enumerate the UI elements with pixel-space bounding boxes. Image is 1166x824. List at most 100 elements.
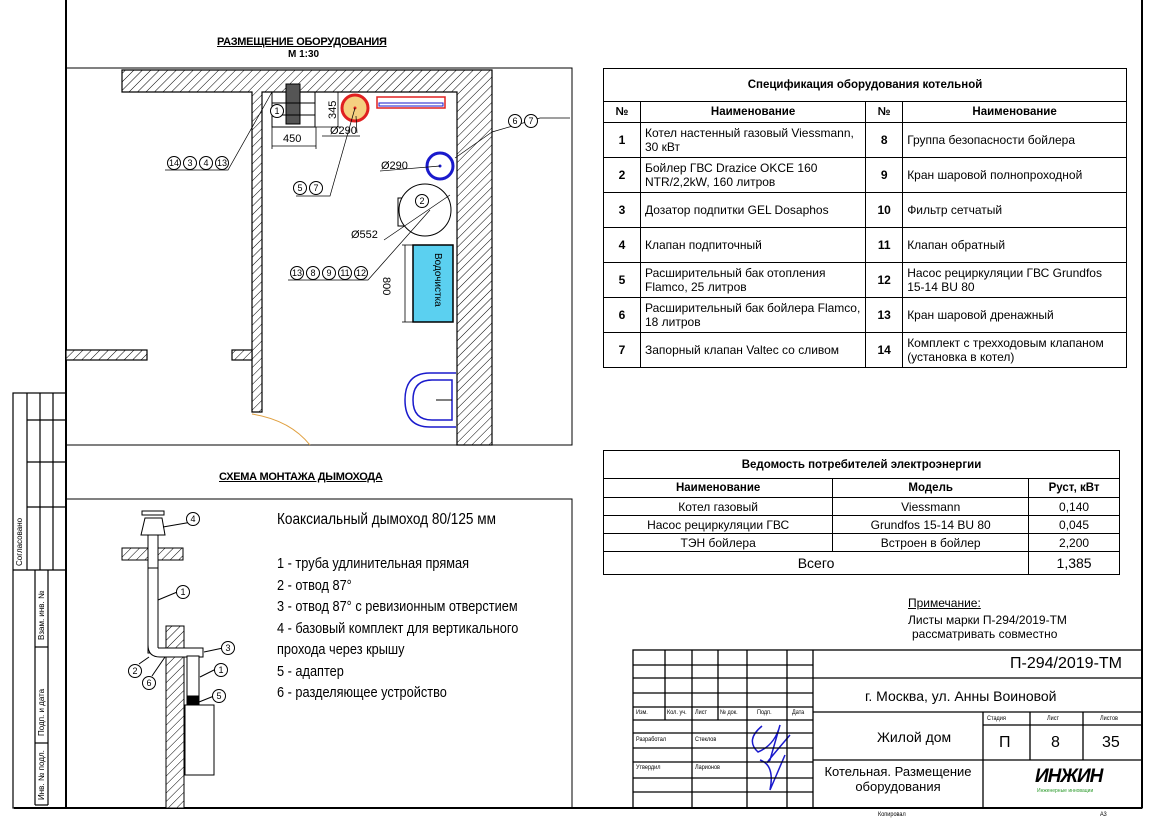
callout-marker: 6	[508, 114, 522, 128]
copied-label: Копировал	[878, 811, 906, 818]
plan-scale: М 1:30	[288, 49, 320, 60]
callout-marker: 13	[215, 156, 229, 170]
spec-cell: 8	[865, 122, 904, 158]
col-header-doc: № док.	[720, 709, 738, 716]
sign-date-label: Подп. и дата	[37, 688, 46, 736]
power-cell: Котел газовый	[602, 497, 834, 516]
spec-cell: Насос рециркуляции ГВС Grundfos 15-14 BU…	[902, 262, 1127, 298]
title-block-grid	[632, 649, 1143, 809]
dim-height: 345	[327, 100, 339, 119]
spec-header: Наименование	[902, 101, 1127, 123]
spec-cell: Комплект с трехходовым клапаном (установ…	[902, 332, 1127, 368]
spec-cell: Клапан подпиточный	[639, 227, 867, 263]
inv-number-label: Инв. № подл.	[37, 750, 46, 800]
callout-marker: 4	[186, 512, 200, 526]
spec-cell: 10	[865, 192, 904, 228]
spec-cell: Бойлер ГВС Drazice OKCE 160 NTR/2,2kW, 1…	[639, 157, 867, 193]
spec-cell: 12	[865, 262, 904, 298]
spec-cell: Кран шаровой полнопроходной	[902, 157, 1127, 193]
callout-marker: 1	[214, 663, 228, 677]
chimney-legend-item: 6 - разделяющее устройство	[277, 684, 447, 701]
spec-cell: Расширительный бак бойлера Flamco, 18 ли…	[639, 297, 867, 333]
power-title: Ведомость потребителей электроэнергии	[603, 450, 1120, 479]
note-label: Примечание:	[908, 596, 981, 610]
approved-label: Утвердил	[636, 764, 661, 771]
spec-cell: 5	[603, 262, 641, 298]
dim-diameter-1: Ø290	[330, 125, 357, 137]
col-header-sign: Подп.	[757, 709, 772, 716]
callout-marker: 9	[322, 266, 336, 280]
spec-header: Наименование	[639, 101, 867, 123]
spec-cell: Клапан обратный	[902, 227, 1127, 263]
chimney-legend-item: 2 - отвод 87°	[277, 576, 352, 594]
callout-marker: 12	[354, 266, 368, 280]
power-cell: Встроен в бойлер	[832, 533, 1030, 552]
object-name: Жилой дом	[877, 729, 952, 745]
spec-header: №	[865, 101, 904, 123]
callout-marker: 5	[293, 181, 307, 195]
col-header-date: Дата	[792, 709, 805, 716]
chimney-legend-item: прохода через крышу	[277, 641, 405, 658]
spec-cell: 14	[865, 332, 904, 368]
developed-name: Стеклов	[695, 736, 717, 743]
callout-marker: 6	[142, 676, 156, 690]
spec-cell: 11	[865, 227, 904, 263]
callout-marker: 13	[290, 266, 304, 280]
company-logo-subtitle: Инженерные инновации	[1037, 788, 1094, 794]
radiator	[376, 96, 446, 109]
callout-marker: 2	[128, 664, 142, 678]
chimney-legend-item: 4 - базовый комплект для вертикального	[277, 619, 519, 637]
plan-title: РАЗМЕЩЕНИЕ ОБОРУДОВАНИЯ	[217, 36, 387, 48]
callout-marker: 14	[167, 156, 181, 170]
col-header-qty: Кол. уч.	[667, 709, 687, 716]
power-cell: 0,140	[1028, 497, 1120, 516]
power-header: Наименование	[602, 478, 834, 498]
power-header: Руст, кВт	[1028, 478, 1120, 498]
callout-marker: 11	[338, 266, 352, 280]
note-line-2: рассматривать совместно	[912, 627, 1058, 641]
callout-marker: 4	[199, 156, 213, 170]
developed-label: Разработал	[636, 736, 667, 743]
door-swing	[251, 413, 311, 446]
spec-cell: 7	[603, 332, 641, 368]
callout-marker: 1	[176, 585, 190, 599]
format-label: А3	[1100, 811, 1107, 818]
dim-length: 800	[380, 277, 392, 296]
dim-width: 450	[283, 133, 302, 145]
sheet-value: 8	[1051, 734, 1060, 751]
agreed-label: Согласовано	[15, 517, 24, 566]
spec-cell: Запорный клапан Valtec со сливом	[639, 332, 867, 368]
callout-marker: 3	[221, 641, 235, 655]
power-cell: 2,200	[1028, 533, 1120, 552]
total-value: 1,385	[1028, 551, 1120, 575]
spec-cell: Группа безопасности бойлера	[902, 122, 1127, 158]
spec-cell: 6	[603, 297, 641, 333]
callout-marker: 2	[415, 194, 429, 208]
water-treatment-label: Водочистка	[432, 253, 443, 307]
spec-cell: Котел настенный газовый Viessmann, 30 кВ…	[639, 122, 867, 158]
chimney-legend-item: 5 - адаптер	[277, 662, 344, 680]
stage-label: Стадия	[987, 715, 1006, 722]
stage-value: П	[999, 734, 1011, 751]
spec-cell: 2	[603, 157, 641, 193]
approved-name: Ларионов	[695, 764, 720, 771]
sheet-label: Лист	[1047, 715, 1060, 722]
address: г. Москва, ул. Анны Воиновой	[865, 688, 1057, 704]
spec-cell: 4	[603, 227, 641, 263]
dim-diameter-3: Ø552	[351, 229, 378, 241]
col-header-sheet: Лист	[695, 709, 708, 716]
sheets-value: 35	[1102, 734, 1120, 751]
dim-diameter-2: Ø290	[381, 160, 408, 172]
col-header-rev: Изм.	[636, 709, 648, 716]
spec-cell: Расширительный бак отопления Flamco, 25 …	[639, 262, 867, 298]
power-cell: Grundfos 15-14 BU 80	[832, 515, 1030, 534]
